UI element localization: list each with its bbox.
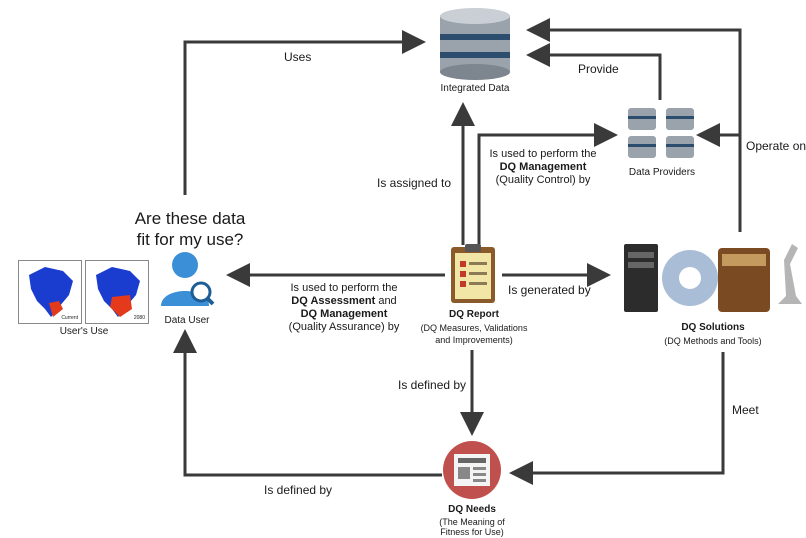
dq-report-title: DQ Report [449,309,499,320]
edge-label-is-defined-by-center: Is defined by [398,378,467,392]
integrated-data-label: Integrated Data [440,83,510,94]
map-2080: 2080 [85,260,149,324]
tools-icon [624,244,802,312]
edge-label-is-defined-by-bottom: Is defined by [264,483,333,497]
data-user-label: Data User [164,315,210,326]
edge-label-operate-on: Operate on [746,139,806,153]
map-current-caption: Current [61,315,78,321]
dq-needs-subtitle-2: Fitness for Use) [440,527,504,537]
clipboard-icon [451,244,495,303]
dq-needs-title: DQ Needs [448,504,496,515]
user-icon [161,252,215,306]
database-cluster-icon [628,108,694,158]
newspaper-icon [443,441,501,499]
edge-label-provide: Provide [578,62,619,76]
database-icon [440,8,510,80]
dq-needs-node: DQ Needs (The Meaning of Fitness for Use… [420,440,524,537]
edge-qc [477,123,618,245]
edge-label-is-assigned-to: Is assigned to [377,176,452,190]
edge-operate-on [526,18,742,232]
map-current: Current [18,260,82,324]
data-providers-node: Data Providers [612,104,712,184]
edge-label-qc: Is used to perform the DQ Management (Qu… [489,148,597,186]
users-use-panel: Current 2080 User's Use [15,258,153,342]
edge-meet [509,352,725,485]
dq-needs-subtitle-1: (The Meaning of [439,517,505,527]
brazil-map-icon [96,267,140,317]
edge-label-qa: Is used to perform the DQ Assessment and… [288,282,400,333]
edge-provide [526,43,662,100]
dq-report-subtitle-1: (DQ Measures, Validations [420,323,528,333]
dq-solutions-title: DQ Solutions [681,322,745,333]
users-use-label: User's Use [59,326,109,337]
data-user-node: Data User [155,248,219,332]
question-text: Are these data fit for my use? [134,209,246,249]
edge-label-is-generated-by: Is generated by [508,283,591,297]
edge-label-uses: Uses [284,50,312,64]
integrated-data-node: Integrated Data [420,8,530,103]
dq-solutions-subtitle: (DQ Methods and Tools) [664,336,762,346]
brazil-map-icon [29,267,73,317]
dq-solutions-node: DQ Solutions (DQ Methods and Tools) [618,234,806,352]
edge-uses [183,30,426,195]
data-providers-label: Data Providers [628,167,696,178]
edge-label-meet: Meet [732,403,759,417]
dq-report-subtitle-2: and Improvements) [435,335,513,345]
dq-report-node: DQ Report (DQ Measures, Validations and … [405,243,543,348]
edge-defined-bottom [173,329,442,477]
map-2080-caption: 2080 [133,315,145,321]
